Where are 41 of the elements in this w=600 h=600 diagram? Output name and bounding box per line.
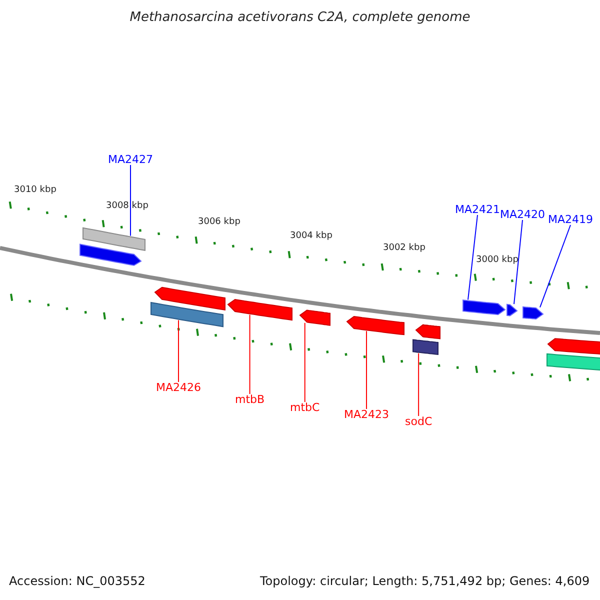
- gene-block: [547, 338, 600, 355]
- gene-block: [462, 300, 506, 316]
- footer-text: Accession: NC_003552: [9, 575, 146, 588]
- gene-bar: [412, 339, 438, 356]
- gene-bar: [82, 227, 146, 251]
- gene-label: MA2419: [548, 213, 594, 226]
- gene-block: [80, 244, 142, 266]
- gene-label: MA2420: [500, 208, 546, 221]
- gene-bar: [150, 302, 224, 328]
- gene-block: [415, 324, 440, 340]
- scale-label: 3000 kbp: [476, 254, 518, 267]
- leader-line: [249, 314, 250, 394]
- gene-label: MA2423: [344, 408, 390, 421]
- gene-block: [227, 298, 292, 321]
- scale-label: 3006 kbp: [198, 216, 240, 229]
- leader-line: [130, 164, 131, 236]
- gene-block: [154, 286, 226, 310]
- leader-line: [418, 352, 420, 416]
- leader-line: [366, 330, 367, 410]
- gene-label: sodC: [405, 415, 432, 428]
- gene-block: [299, 310, 330, 326]
- gene-block: [506, 304, 518, 316]
- leader-line: [178, 320, 179, 382]
- scale-label: 3002 kbp: [383, 242, 426, 255]
- gene-label: MA2421: [455, 203, 500, 216]
- gene-label: MA2427: [108, 153, 154, 166]
- footer-text: Topology: circular; Length: 5,751,492 bp; Genes: 4,609: [260, 575, 590, 588]
- gene-block: [522, 306, 544, 320]
- gene-label: MA2426: [156, 381, 202, 394]
- leader-line: [540, 224, 571, 308]
- leader-line: [304, 322, 306, 402]
- gene-label: mtbC: [290, 401, 320, 414]
- leader-line: [468, 214, 478, 300]
- gene-label: mtbB: [235, 393, 265, 406]
- leader-line: [514, 220, 523, 305]
- scale-label: 3004 kbp: [290, 230, 332, 243]
- scale-label: 3008 kbp: [106, 200, 148, 213]
- diagram-title: Methanosarcina acetivorans C2A, complete genome: [128, 11, 472, 24]
- gene-bar: [546, 353, 600, 371]
- scale-label: 3010 kbp: [14, 184, 56, 197]
- gene-block: [346, 316, 404, 336]
